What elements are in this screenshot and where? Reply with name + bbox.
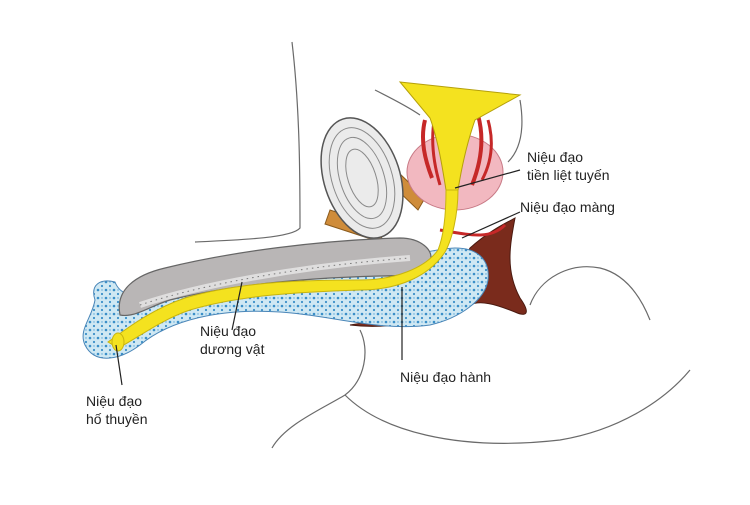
leader-penile	[231, 281, 243, 331]
pubic-bone	[320, 117, 426, 243]
groin-outline	[271, 329, 366, 449]
leader-prostatic	[454, 169, 521, 189]
leader-lines	[115, 169, 521, 386]
rectum-outline	[507, 99, 523, 163]
label-prostatic-line-2: tiền liệt tuyến	[527, 167, 610, 183]
leader-membranous	[461, 211, 521, 239]
label-penile-line-1: Niệu đạo	[200, 323, 257, 339]
label-navicular-line-1: Niệu đạo	[86, 393, 143, 409]
label-navicular-line-2: hố thuyền	[86, 411, 148, 427]
abdomen-outline	[194, 41, 301, 243]
label-penile-urethra: Niệu đạo dương vật	[200, 322, 264, 358]
label-navicular-urethra: Niệu đạo hố thuyền	[86, 392, 148, 428]
label-penile-line-2: dương vật	[200, 341, 265, 357]
label-prostatic-urethra: Niệu đạo tiền liệt tuyến	[527, 148, 610, 184]
label-prostatic-line-1: Niệu đạo	[527, 149, 584, 165]
label-membranous-urethra: Niệu đạo màng	[520, 199, 615, 215]
buttock-outline	[529, 266, 651, 321]
leader-navicular	[115, 344, 123, 386]
body-outline	[194, 41, 691, 449]
fossa-navicularis	[111, 332, 125, 352]
thigh-outline	[344, 369, 691, 444]
label-bulbar-urethra: Niệu đạo hành	[400, 369, 492, 385]
back-outline	[374, 89, 421, 116]
